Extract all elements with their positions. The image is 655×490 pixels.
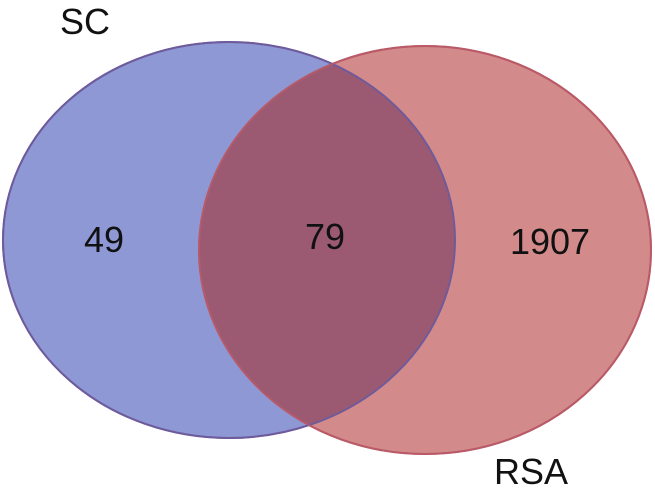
overlap-region xyxy=(199,46,455,438)
rsa-only-count: 1907 xyxy=(510,221,590,262)
sc-circle-outline xyxy=(2,41,456,439)
rsa-set-label: RSA xyxy=(494,451,568,490)
overlap-count: 79 xyxy=(305,216,345,257)
sc-set-label: SC xyxy=(60,1,110,42)
rsa-circle-outline xyxy=(198,45,652,455)
sc-only-count: 49 xyxy=(84,219,124,260)
